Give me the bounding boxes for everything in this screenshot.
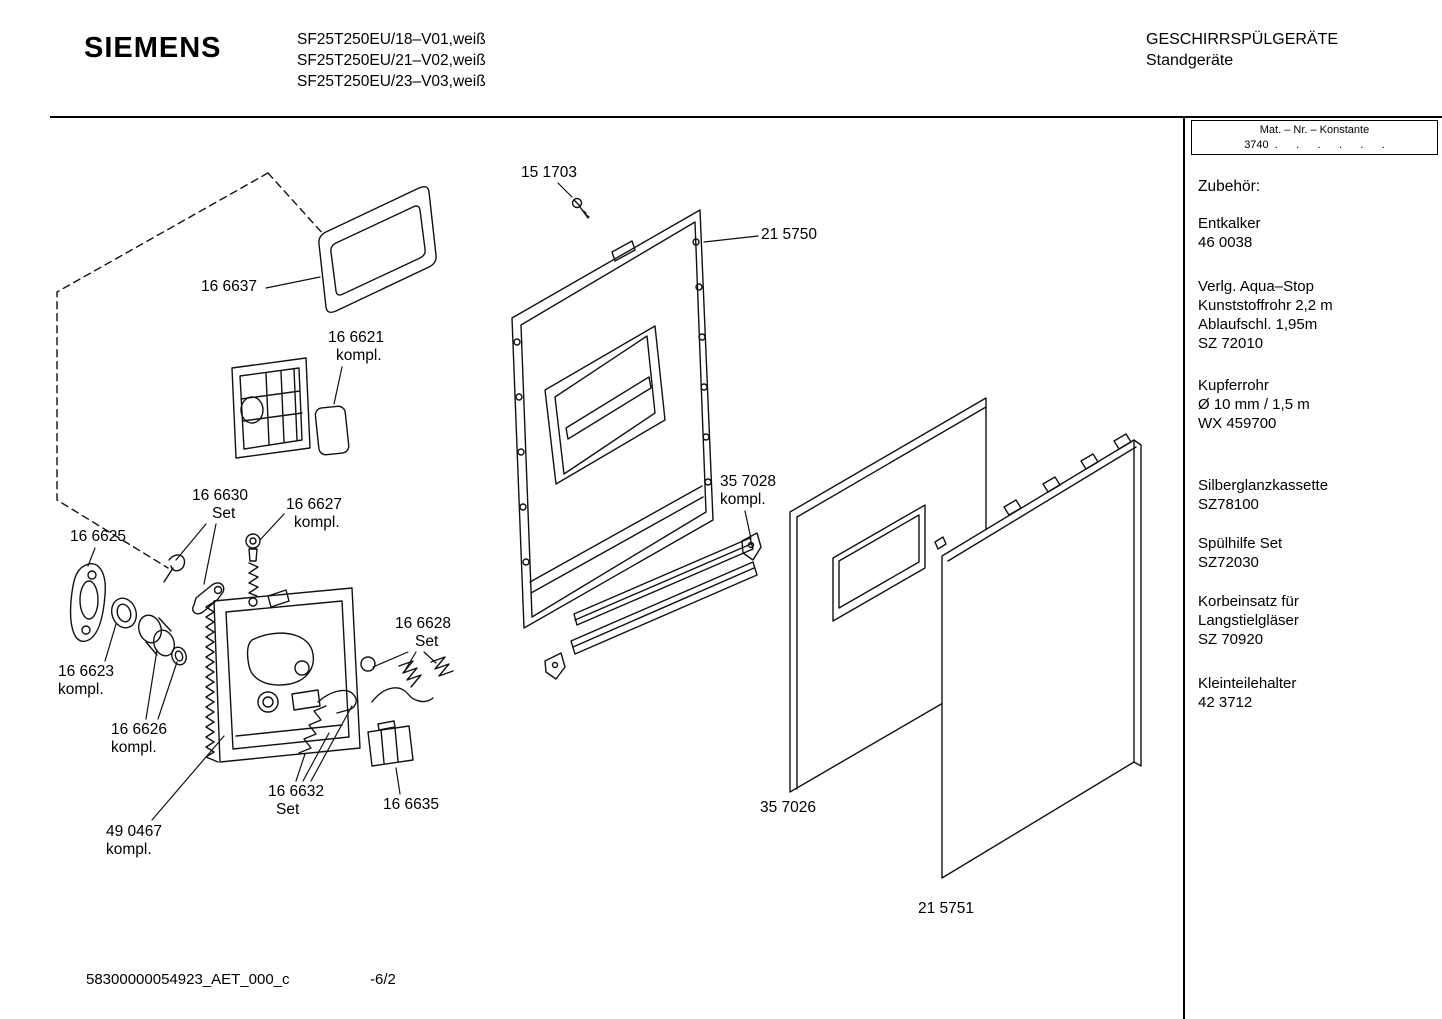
document-category: GESCHIRRSPÜLGERÄTE Standgeräte — [1146, 29, 1338, 71]
part-label-151703: 15 1703 — [521, 164, 578, 181]
part-label-166632: 16 6632 Set — [268, 783, 325, 818]
accessory-item: Korbeinsatz für Langstielgläser SZ 70920 — [1198, 593, 1299, 648]
cylinder-part — [137, 614, 187, 666]
part-label-166621: 16 6621 kompl. — [328, 329, 385, 364]
accessory-item: Spülhilfe Set SZ72030 — [1198, 535, 1283, 571]
switch-part — [367, 720, 414, 767]
material-number-box: Mat. – Nr. – Konstante 3740 . . . . . . — [1191, 120, 1438, 155]
clip-parts — [163, 554, 225, 615]
spring-parts-166632 — [298, 689, 357, 754]
seal-plate-part — [69, 563, 106, 642]
page-number: -6/2 — [370, 971, 396, 988]
screw-part — [571, 197, 590, 219]
model-list: SF25T250EU/18–V01,weiß SF25T250EU/21–V02… — [297, 29, 486, 92]
mat-box-title: Mat. – Nr. – Konstante — [1259, 124, 1370, 136]
part-label-166623: 16 6623 kompl. — [58, 663, 115, 698]
mat-box-value: 3740 . . . . . . — [1244, 139, 1385, 151]
accessory-item: Entkalker 46 0038 — [1198, 215, 1261, 251]
accessory-item: Kupferrohr Ø 10 mm / 1,5 m WX 459700 — [1198, 377, 1310, 432]
header-rule — [50, 116, 1442, 118]
part-label-166637: 16 6637 — [201, 278, 258, 295]
accessory-item: Kleinteilehalter 42 3712 — [1198, 675, 1297, 711]
part-label-166626: 16 6626 kompl. — [111, 721, 168, 756]
accessory-item: Verlg. Aqua–Stop Kunststoffrohr 2,2 m Ab… — [1198, 278, 1333, 352]
model-line: SF25T250EU/18–V01,weiß — [297, 31, 486, 48]
model-line: SF25T250EU/23–V03,weiß — [297, 73, 486, 90]
leader-lines — [87, 182, 759, 821]
model-line: SF25T250EU/21–V02,weiß — [297, 52, 486, 69]
valve-part — [245, 533, 261, 607]
part-label-166625: 16 6625 — [70, 528, 127, 545]
window-frame-part — [318, 185, 437, 314]
brand-logo: SIEMENS — [84, 32, 222, 64]
inner-door-panel — [511, 209, 714, 629]
dispenser-assembly — [205, 587, 361, 763]
sidebar-divider — [1183, 116, 1185, 1019]
part-label-215750: 21 5750 — [761, 226, 818, 243]
door-strips — [544, 532, 762, 680]
accessories-sidebar: Zubehör: Entkalker 46 0038 Verlg. Aqua–S… — [1198, 118, 1440, 1018]
part-label-215751: 21 5751 — [918, 900, 975, 917]
part-label-166627: 16 6627 kompl. — [286, 496, 343, 531]
category-subtitle: Standgeräte — [1146, 52, 1234, 69]
filter-part — [231, 357, 350, 459]
construction-dashed-lines — [56, 172, 325, 569]
part-label-357028: 35 7028 kompl. — [720, 473, 777, 508]
right-door-panel — [934, 433, 1142, 879]
part-label-490467: 49 0467 kompl. — [106, 823, 163, 858]
part-label-357026: 35 7026 — [760, 799, 817, 816]
accessory-item: Silberglanzkassette SZ78100 — [1198, 477, 1329, 513]
document-id: 58300000054923_AET_000_c — [86, 971, 290, 988]
ring-part — [110, 597, 138, 629]
category-title: GESCHIRRSPÜLGERÄTE — [1146, 31, 1339, 48]
accessories-title: Zubehör: — [1198, 178, 1261, 195]
spring-parts-166628 — [360, 656, 454, 703]
part-label-166628: 16 6628 Set — [395, 615, 452, 650]
part-label-166635: 16 6635 — [383, 796, 440, 813]
part-label-166630: 16 6630 Set — [192, 487, 249, 522]
